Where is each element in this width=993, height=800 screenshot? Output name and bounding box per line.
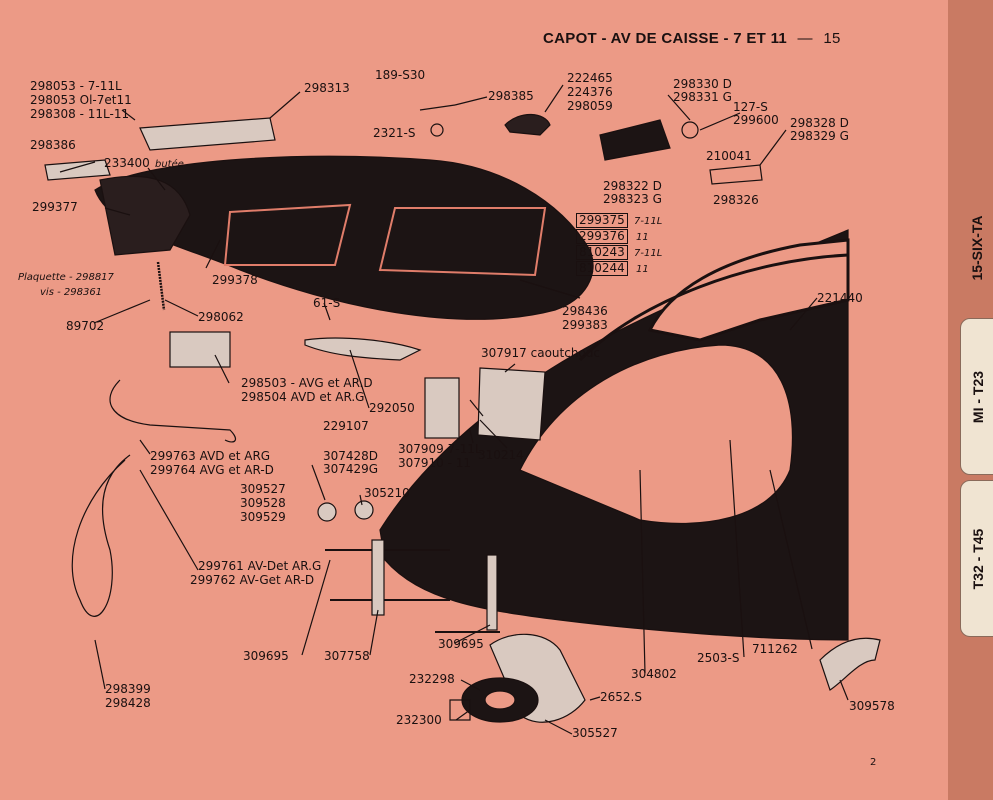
- header-title: CAPOT - AV DE CAISSE - 7 ET 11: [543, 30, 788, 47]
- part-label: 298059: [567, 99, 613, 113]
- part-label: 307909 7-11L: [398, 442, 482, 456]
- part-label: 299378: [212, 273, 258, 287]
- part-label-boxed: 299375: [576, 213, 628, 228]
- part-label: 298428: [105, 696, 151, 710]
- part-label: 298323 G: [603, 192, 662, 206]
- part-label: 307758: [324, 649, 370, 663]
- part-label-boxed: 810244: [576, 261, 628, 276]
- part-label-boxed: 299376: [576, 229, 628, 244]
- part-label: 298399: [105, 682, 151, 696]
- part-label: 299377: [32, 200, 78, 214]
- part-label: 210041: [706, 149, 752, 163]
- part-label: 298053 Ol-7et11: [30, 93, 132, 107]
- part-label: 299762 AV-Get AR-D: [190, 573, 315, 587]
- part-label: 299764 AVG et AR-D: [150, 463, 274, 477]
- part-label: 298386: [30, 138, 76, 152]
- part-label: 309528: [240, 496, 286, 510]
- part-label: 2321-S: [373, 126, 416, 140]
- part-label: 298328 D: [790, 116, 849, 130]
- part-label: 61-S: [313, 296, 341, 310]
- header-page-number: 15: [823, 30, 841, 47]
- tab-mi-t23[interactable]: MI - T23: [960, 318, 993, 475]
- tab-t32-t45[interactable]: T32 - T45: [960, 480, 993, 637]
- page-header: CAPOT - AV DE CAISSE - 7 ET 11 — 15: [543, 30, 841, 47]
- tab-label: MI - T23: [969, 370, 986, 423]
- part-label: 299600: [733, 113, 779, 127]
- part-label: vis - 298361: [40, 287, 103, 298]
- part-label: 298053 - 7-11L: [30, 79, 122, 93]
- part-label: 711262: [752, 642, 798, 656]
- part-label: 299763 AVD et ARG: [150, 449, 271, 463]
- part-label: 232298: [409, 672, 455, 686]
- part-label: 309695: [243, 649, 289, 663]
- part-label: 298503 - AVG et AR.D: [241, 376, 373, 390]
- part-label: 127-S: [733, 100, 768, 114]
- part-label: 2503-S: [697, 651, 740, 665]
- part-label: Plaquette - 298817: [18, 272, 114, 283]
- part-label-suffix: 11: [636, 264, 649, 275]
- exploded-parts-diagram: [44, 84, 881, 735]
- part-label: 229107: [323, 419, 369, 433]
- part-label: 298313: [304, 81, 350, 95]
- tab-15-six-ta[interactable]: 15-SIX-TA: [960, 180, 993, 315]
- part-label: 224376: [567, 85, 613, 99]
- part-label: 298308 - 11L-11: [30, 107, 130, 121]
- part-label: 299383: [562, 318, 608, 332]
- part-label-suffix: 7-11L: [634, 216, 663, 227]
- part-label: butée: [155, 159, 184, 170]
- part-label: 310214: [478, 448, 524, 462]
- part-label: 298385: [488, 89, 534, 103]
- part-label: 307910 - 11: [398, 456, 472, 470]
- part-label: 304802: [631, 667, 677, 681]
- part-label: 305210: [364, 486, 410, 500]
- header-dash: —: [797, 30, 813, 47]
- part-label: 298322 D: [603, 179, 662, 193]
- part-label: 2652.S: [600, 690, 642, 704]
- part-label: 298331 G: [673, 90, 732, 104]
- part-label: 189-S30: [375, 68, 426, 82]
- part-label: 309529: [240, 510, 286, 524]
- part-label: 292050: [369, 401, 415, 415]
- part-label: 309578: [849, 699, 895, 713]
- part-label: 298436: [562, 304, 608, 318]
- part-label: 309695: [438, 637, 484, 651]
- part-label: 305527: [572, 726, 618, 740]
- part-label: 221440: [817, 291, 863, 305]
- part-label-boxed: 810243: [576, 245, 628, 260]
- part-label-suffix: 7-11L: [634, 248, 663, 259]
- part-label: 307917 caoutchouc: [481, 346, 600, 360]
- part-label: 232300: [396, 713, 442, 727]
- part-label: 298329 G: [790, 129, 849, 143]
- part-label: 89702: [66, 319, 105, 333]
- part-label: 307428D: [323, 449, 379, 463]
- tab-label: T32 - T45: [969, 528, 986, 589]
- part-label: 298062: [198, 310, 244, 324]
- part-label: 298326: [713, 193, 759, 207]
- tab-label: 15-SIX-TA: [968, 214, 985, 281]
- part-label: 222465: [567, 71, 613, 85]
- part-label: 298504 AVD et AR.G: [241, 390, 365, 404]
- part-label: 309527: [240, 482, 286, 496]
- footer-page-number: 2: [870, 757, 877, 768]
- part-label-suffix: 11: [636, 232, 649, 243]
- part-label: 298330 D: [673, 77, 732, 91]
- part-label: 299761 AV-Det AR.G: [198, 559, 322, 573]
- part-label: 233400: [104, 156, 150, 170]
- part-label: 307429G: [323, 462, 379, 476]
